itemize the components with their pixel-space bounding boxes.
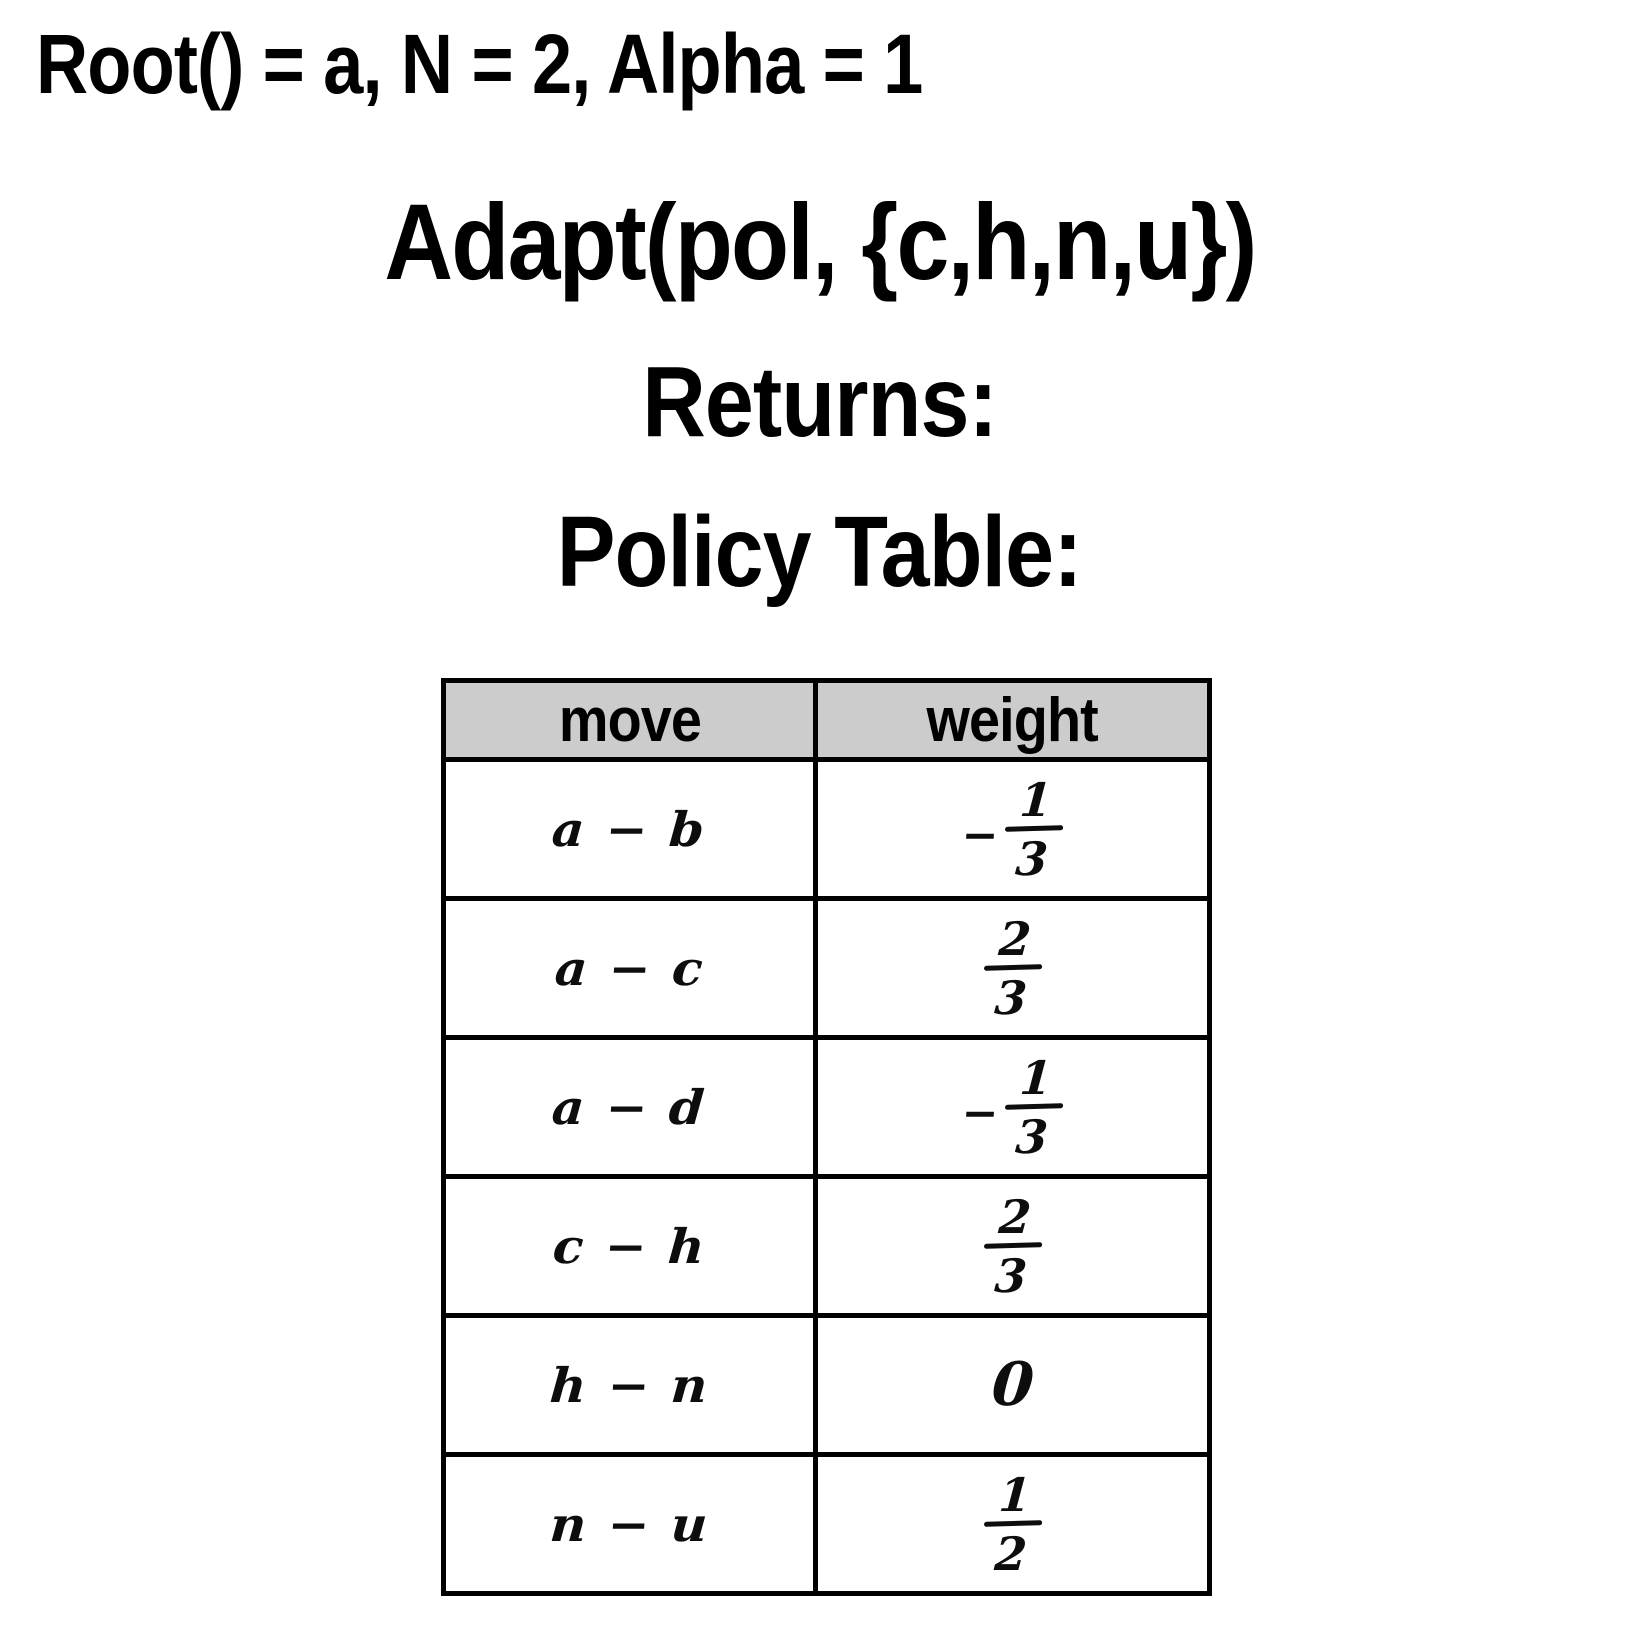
fraction-bar: [983, 963, 1042, 971]
fraction-denominator: 2: [992, 1526, 1029, 1581]
parameters-line: Root() = a, N = 2, Alpha = 1: [36, 17, 923, 111]
fraction-denominator: 3: [992, 1248, 1029, 1303]
cell-move: a − c: [441, 896, 818, 1040]
move-label: c − h: [550, 1217, 709, 1275]
weight-value: 0: [989, 1350, 1036, 1420]
weight-sign: −: [959, 1087, 1001, 1138]
move-label: a − d: [550, 1078, 709, 1136]
column-header-weight-label: weight: [926, 685, 1099, 755]
column-header-move-label: move: [558, 685, 701, 755]
cell-move: a − d: [441, 1035, 818, 1179]
fraction-denominator: 3: [1013, 1109, 1050, 1164]
move-label: h − n: [547, 1356, 712, 1414]
fraction-denominator: 3: [1013, 831, 1050, 886]
fraction-bar: [1004, 1102, 1064, 1110]
adapt-call-title: Adapt(pol, {c,h,n,u}): [0, 188, 1639, 296]
policy-table-head: move weight: [441, 678, 1212, 762]
fraction-denominator: 3: [992, 970, 1029, 1025]
move-label: a − b: [550, 800, 709, 858]
fraction-numerator: 2: [996, 911, 1033, 966]
weight-sign: −: [959, 809, 1001, 860]
policy-table-title: Policy Table:: [0, 502, 1639, 602]
fraction-bar: [1004, 824, 1064, 832]
cell-move: c − h: [441, 1174, 818, 1318]
table-header-row: move weight: [441, 678, 1212, 762]
cell-weight: 0: [813, 1313, 1212, 1457]
returns-label: Returns:: [0, 352, 1639, 452]
move-label: n − u: [547, 1495, 712, 1553]
move-label: a − c: [552, 939, 707, 997]
adapt-call-text: Adapt(pol, {c,h,n,u}): [383, 181, 1257, 302]
fraction-numerator: 1: [996, 1467, 1033, 1522]
table-row: h − n 0: [441, 1313, 1212, 1457]
fraction-bar: [983, 1241, 1042, 1249]
column-header-move: move: [441, 678, 818, 762]
column-header-weight: weight: [813, 678, 1212, 762]
fraction-bar: [983, 1519, 1042, 1527]
policy-table-text: Policy Table:: [557, 496, 1083, 608]
cell-move: h − n: [441, 1313, 818, 1457]
cell-move: a − b: [441, 757, 818, 901]
fraction-numerator: 2: [996, 1189, 1033, 1244]
cell-move: n − u: [441, 1452, 818, 1596]
fraction-numerator: 1: [1018, 1050, 1054, 1105]
fraction-numerator: 1: [1018, 772, 1054, 827]
returns-text: Returns:: [642, 346, 998, 458]
